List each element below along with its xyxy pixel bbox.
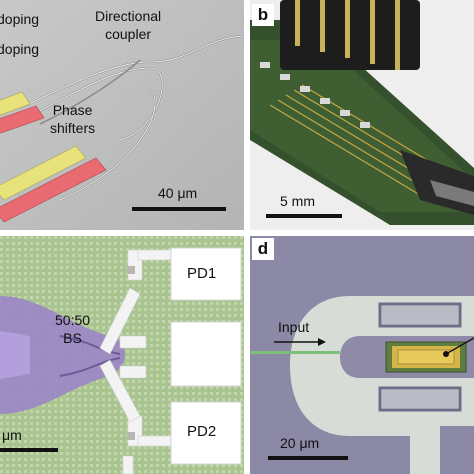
label-doping-1: doping: [0, 11, 40, 27]
panel-letter-d: d: [252, 238, 274, 260]
label-doping-2: doping: [0, 41, 40, 57]
panel-a-micrograph: [0, 0, 244, 230]
panel-b: b 5 mm: [250, 0, 474, 230]
label-pd2: PD2: [187, 423, 217, 440]
panel-c: 50:50 BS PD1 PD2 μm: [0, 236, 244, 474]
scale-text-c: μm: [2, 427, 22, 443]
label-input: Input: [278, 319, 310, 335]
label-phase-shifters: Phase shifters: [50, 102, 96, 136]
panel-a: doping doping Directional coupler Phase …: [0, 0, 244, 230]
panel-d-micrograph: [250, 236, 474, 474]
label-50-50-bs: 50:50 BS: [55, 312, 91, 346]
scale-text-a: 40 μm: [158, 185, 198, 201]
panel-d: d Input 20 μm: [250, 236, 474, 474]
panel-c-micrograph: [0, 236, 244, 474]
panel-letter-b: b: [252, 4, 274, 26]
label-directional-coupler: Directional coupler: [95, 8, 162, 42]
scale-text-b: 5 mm: [280, 193, 315, 209]
panel-b-photo: [250, 0, 474, 230]
label-pd1: PD1: [187, 265, 217, 282]
scale-text-d: 20 μm: [280, 435, 320, 451]
